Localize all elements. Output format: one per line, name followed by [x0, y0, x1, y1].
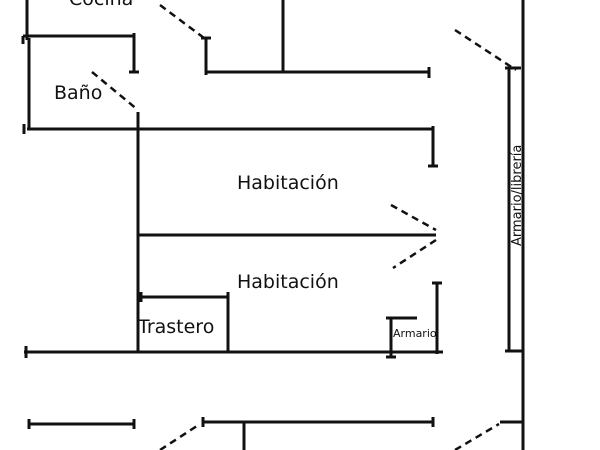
door-libreria	[454, 28, 517, 72]
room-label-armario: Armario	[393, 327, 437, 340]
walls	[21, 0, 525, 450]
door-kitchen	[159, 4, 205, 39]
door-bottom-left	[159, 422, 201, 450]
room-label-cocina: Cocina	[69, 0, 133, 10]
room-label-habitacion-2: Habitación	[237, 271, 339, 293]
doors	[91, 4, 517, 450]
room-label-habitacion-1: Habitación	[237, 172, 339, 194]
room-label-trastero: Trastero	[137, 316, 214, 338]
door-bottom-right	[454, 422, 500, 450]
door-bath	[91, 71, 139, 111]
door-room-upper	[390, 203, 437, 232]
room-label-armario-libreria: Armario/librería	[510, 145, 525, 246]
door-room-lower	[392, 238, 437, 270]
room-label-bano: Baño	[54, 82, 102, 104]
